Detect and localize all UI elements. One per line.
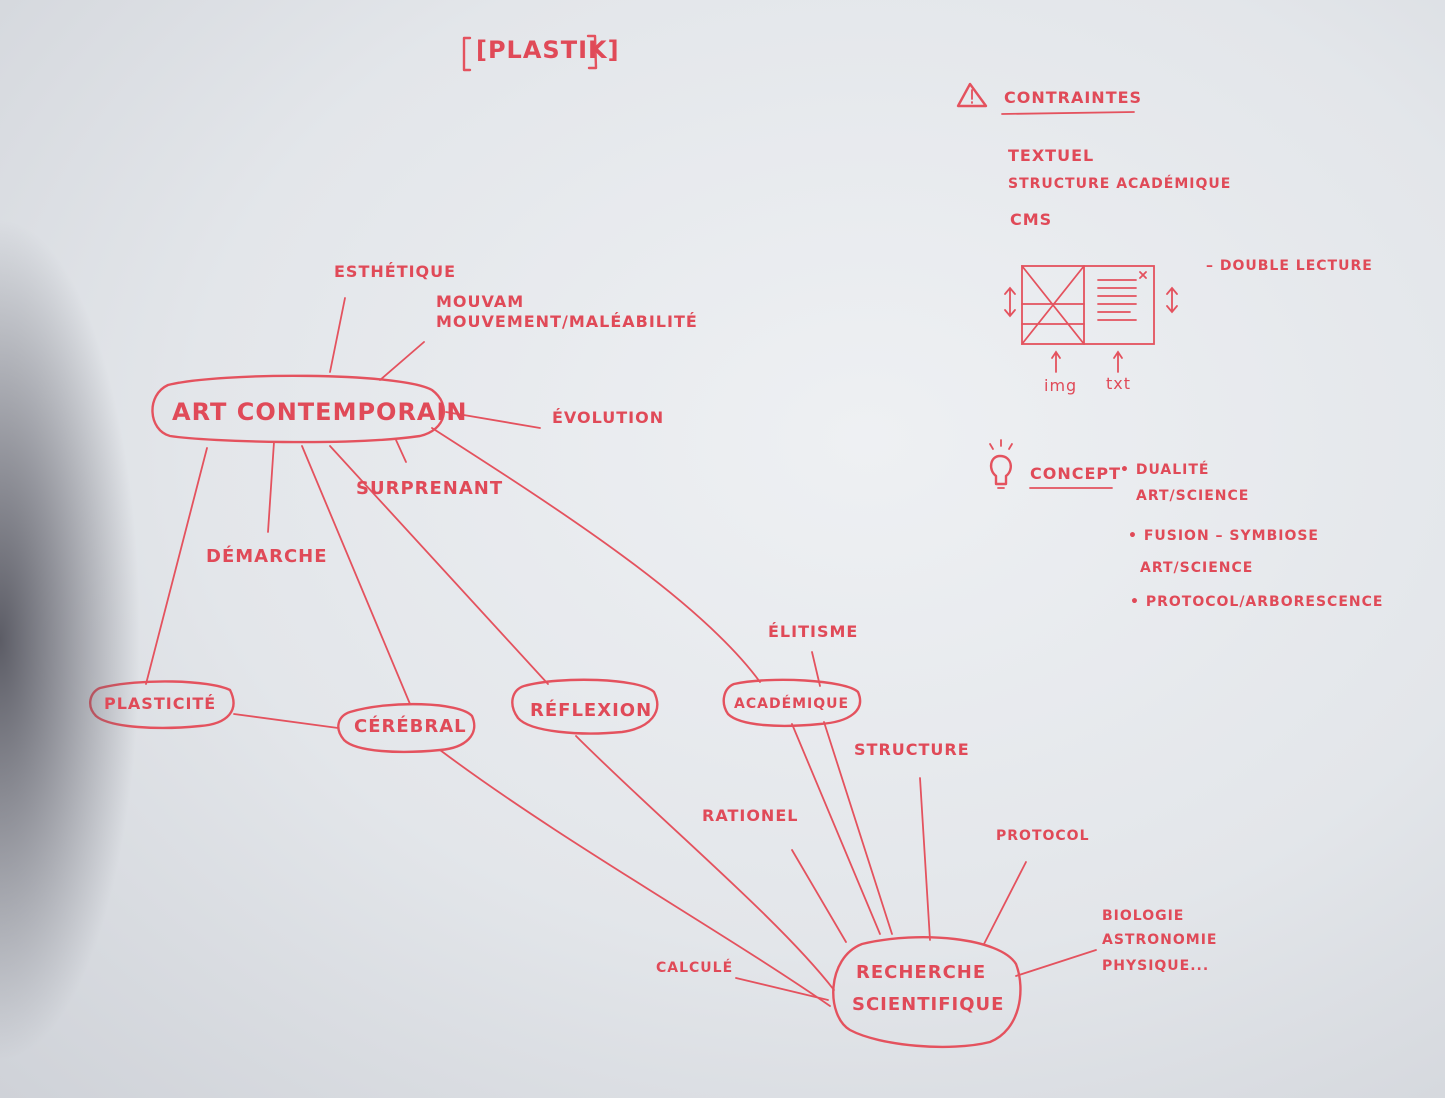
line-demarche [267,441,275,533]
contraintes-underline [1001,111,1135,115]
text-lines-icon [1097,279,1137,321]
line-esthetique [329,297,346,373]
img-arrow-icon [1051,350,1061,373]
label-img: img [1044,376,1078,395]
line-surprenant [395,439,407,463]
constraint-structure: STRUCTURE ACADÉMIQUE [1008,176,1232,192]
node-recherche-line2: SCIENTIFIQUE [852,994,1005,1015]
node-cerebral: CÉRÉBRAL [354,716,467,737]
txt-arrow-icon [1113,350,1123,373]
concept-fusion-sub: ART/SCIENCE [1140,560,1254,576]
label-mouvement: MOUVEMENT/MALÉABILITÉ [436,312,698,331]
title-bracket-left [462,36,472,72]
concept-fusion: • FUSION – SYMBIOSE [1128,528,1319,544]
line-rationel [791,849,847,943]
concept-dualite-sub: ART/SCIENCE [1136,488,1250,504]
label-rationel: RATIONEL [702,806,799,825]
recherche-bubble [832,936,1022,1049]
scroll-arrows-right-icon [1166,286,1178,314]
label-calcule: CALCULÉ [656,960,734,976]
label-evolution: ÉVOLUTION [552,408,665,427]
label-esthetique: ESTHÉTIQUE [334,262,457,281]
line-mouvement [379,341,425,381]
image-placeholder-icon [1021,265,1085,345]
line-calcule [735,977,829,1001]
line-cerebral-recherche [439,749,831,1007]
layout-sketch-frame [1021,265,1155,345]
label-astronomie: ASTRONOMIE [1102,932,1218,948]
node-plasticite: PLASTICITÉ [104,694,217,713]
label-physique: PHYSIQUE... [1102,958,1210,974]
concept-dualite: • DUALITÉ [1120,462,1210,478]
close-icon [1139,271,1147,279]
label-protocol: PROTOCOL [996,828,1090,844]
label-surprenant: SURPRENANT [356,478,504,499]
line-academique [431,427,761,683]
lightbulb-icon [989,454,1012,486]
concept-protocol: • PROTOCOL/ARBORESCENCE [1130,594,1384,610]
node-art-contemporain: ART CONTEMPORAIN [172,398,468,426]
constraints-heading: CONTRAINTES [1004,88,1143,107]
line-plasticite-cerebral [233,713,339,729]
node-reflexion: RÉFLEXION [530,700,653,721]
label-mouvam: MOUVAM [436,292,525,311]
line-plasticite [145,447,208,685]
constraint-cms: CMS [1010,210,1053,229]
concept-heading: CONCEPT [1030,464,1122,483]
label-demarche: DÉMARCHE [206,546,328,567]
node-recherche-line1: RECHERCHE [856,962,987,983]
label-txt: txt [1106,374,1132,393]
label-double-lecture: – DOUBLE LECTURE [1206,258,1373,274]
line-reflexion-recherche [575,735,835,991]
sheet-title: [PLASTIK] [476,36,620,64]
line-fields [1015,949,1097,977]
line-protocol [983,861,1027,945]
label-structure: STRUCTURE [854,740,970,759]
label-biologie: BIOLOGIE [1102,908,1185,924]
line-structure [919,777,931,941]
scroll-arrows-left-icon [1004,286,1016,318]
label-elitisme: ÉLITISME [768,622,859,641]
constraint-textuel: TEXTUEL [1008,146,1095,165]
lightbulb-rays-icon [989,439,1013,489]
node-academique: ACADÉMIQUE [734,696,850,712]
